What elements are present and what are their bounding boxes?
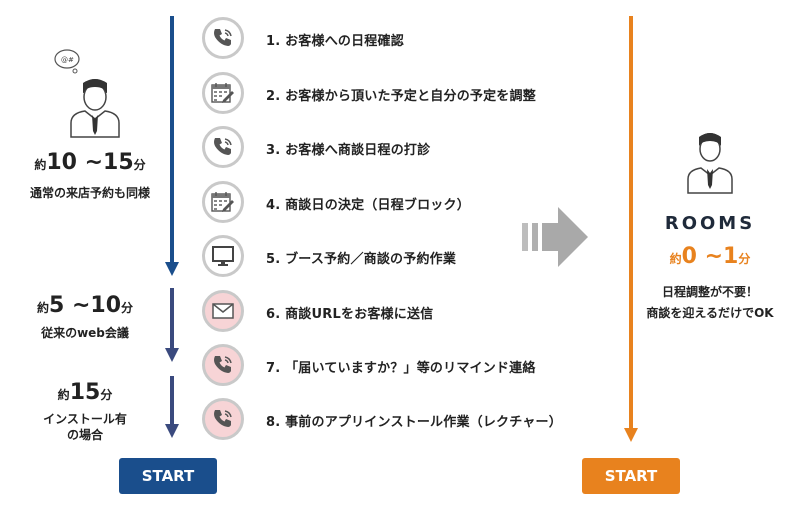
timeline-arrow-2: [170, 288, 174, 350]
rooms-time-estimate: 約0 ~1分: [669, 244, 751, 269]
rooms-timeline-arrowhead: [624, 428, 638, 442]
person-icon: [680, 125, 740, 197]
monitor-icon: [210, 244, 236, 268]
note-install-line1: インストール有: [43, 412, 127, 426]
rooms-note-line2: 商談を迎えるだけでOK: [646, 306, 774, 320]
phone-icon: [211, 353, 235, 377]
step-7-label: 7. 「届いていますか？」等のリマインド連絡: [266, 361, 536, 376]
step-4-circle: [202, 181, 244, 223]
step-7-circle: [202, 344, 244, 386]
time-estimate-1: 約10 ~15分: [34, 150, 146, 175]
thinking-person-icon: @#: [45, 45, 135, 145]
timeline-arrow-3: [170, 376, 174, 426]
step-3-circle: [202, 126, 244, 168]
phone-icon: [211, 26, 235, 50]
step-8-label: 8. 事前のアプリインストール作業（レクチャー）: [266, 415, 562, 430]
note-install-line2: の場合: [66, 428, 103, 442]
rooms-brand-logo: ROOMS: [664, 213, 756, 234]
svg-text:@#: @#: [61, 56, 74, 64]
mail-icon: [210, 300, 236, 322]
calendar-icon: [210, 81, 236, 105]
start-button-left[interactable]: START: [119, 458, 217, 494]
step-1-circle: [202, 17, 244, 59]
step-3-label: 3. お客様へ商談日程の打診: [266, 143, 431, 158]
note-web-meeting: 従来のweb会議: [41, 326, 129, 340]
step-6-label: 6. 商談URLをお客様に送信: [266, 307, 434, 322]
phone-icon: [211, 135, 235, 159]
step-2-circle: [202, 72, 244, 114]
phone-icon: [211, 407, 235, 431]
step-5-label: 5. ブース予約／商談の予約作業: [266, 252, 457, 267]
note-store-reservation: 通常の来店予約も同様: [29, 186, 150, 200]
step-4-label: 4. 商談日の決定（日程ブロック）: [266, 198, 470, 213]
step-8-circle: [202, 398, 244, 440]
time-estimate-3: 約15分: [57, 380, 113, 405]
step-2-label: 2. お客様から頂いた予定と自分の予定を調整: [266, 89, 536, 104]
calendar-icon: [210, 190, 236, 214]
start-button-right[interactable]: START: [582, 458, 680, 494]
rooms-timeline-arrow: [629, 16, 633, 430]
step-1-label: 1. お客様への日程確認: [266, 34, 404, 49]
step-5-circle: [202, 235, 244, 277]
timeline-arrowhead-1: [165, 262, 179, 276]
timeline-arrowhead-2: [165, 348, 179, 362]
transition-arrow-icon: [520, 205, 590, 269]
timeline-arrowhead-3: [165, 424, 179, 438]
rooms-note-line1: 日程調整が不要！: [661, 285, 758, 299]
time-estimate-2: 約5 ~10分: [36, 293, 134, 318]
step-6-circle: [202, 290, 244, 332]
timeline-arrow-1: [170, 16, 174, 264]
